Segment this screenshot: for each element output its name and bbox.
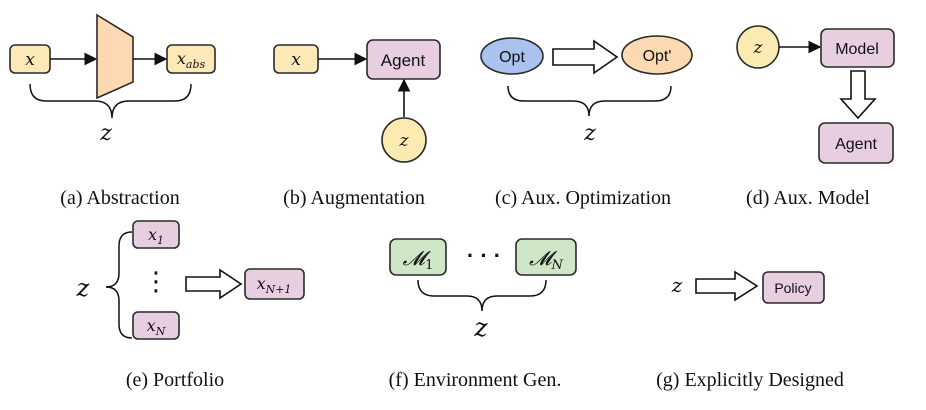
- z-label-a: z: [99, 121, 112, 146]
- horizontal-dots-f: · · ·: [467, 243, 501, 268]
- output-xabs-label: xabs: [177, 49, 206, 71]
- panel-aux-model: z Model Agent (d) Aux. Model: [736, 25, 895, 209]
- output-xabs-box: [166, 44, 216, 74]
- xN1-label: xN+1: [257, 274, 292, 296]
- panel-explicitly-designed: z Policy (g) Explicitly Designed: [656, 270, 844, 391]
- z-node-b: [381, 117, 427, 163]
- xN-label: xN: [147, 316, 166, 338]
- panel-environment-gen: 𝓜1 · · · 𝓜N z (f) Environment Gen.: [389, 238, 577, 391]
- x1-box: [132, 220, 180, 249]
- model-box: [820, 28, 895, 68]
- z-label-g: z: [671, 273, 683, 297]
- brace-c: [507, 85, 672, 117]
- panel-portfolio: z x1 ⋮ xN xN+1 (e) Portfolio: [76, 220, 305, 391]
- panel-aux-optimization: Opt Opt' z (c) Aux. Optimization: [480, 35, 693, 209]
- caption-g: (g) Explicitly Designed: [656, 369, 844, 391]
- xN-box: [132, 311, 180, 340]
- panel-augmentation: x Agent z (b) Augmentation: [273, 39, 441, 209]
- opt-ellipse: [480, 37, 544, 75]
- brace-a: [29, 83, 192, 119]
- opt-label: Opt: [499, 49, 525, 66]
- caption-d: (d) Aux. Model: [746, 187, 870, 209]
- mN-box: [515, 238, 577, 276]
- abstraction-trapezoid: [96, 13, 134, 100]
- hollow-arrow-e: [185, 268, 243, 300]
- opt-prime-label: Opt': [643, 48, 672, 65]
- input-x-label-b: x: [291, 50, 301, 70]
- vertical-dots-e: ⋮: [143, 266, 169, 296]
- caption-f: (f) Environment Gen.: [389, 369, 562, 391]
- z-label-d: z: [753, 38, 764, 58]
- z-label-b: z: [399, 131, 410, 151]
- agent-label-b: Agent: [381, 51, 426, 70]
- hollow-arrow-d: [839, 70, 877, 120]
- brace-f: [417, 279, 547, 312]
- opt-prime-ellipse: [621, 35, 693, 75]
- hollow-arrow-c: [552, 39, 619, 75]
- model-label: Model: [835, 41, 879, 58]
- z-label-c: z: [583, 121, 596, 146]
- x1-label: x1: [148, 225, 164, 247]
- policy-label: Policy: [774, 280, 811, 296]
- policy-box: [762, 271, 825, 304]
- z-label-e: z: [76, 274, 90, 302]
- agent-label-d: Agent: [835, 136, 877, 153]
- input-x-label: x: [25, 50, 35, 70]
- caption-c: (c) Aux. Optimization: [495, 187, 671, 209]
- caption-b: (b) Augmentation: [283, 187, 425, 209]
- caption-a: (a) Abstraction: [60, 187, 179, 209]
- agent-box-d: [818, 122, 894, 164]
- panel-abstraction: x xabs z (a) Abstraction: [9, 13, 216, 209]
- xN1-box: [244, 268, 305, 300]
- z-label-f: z: [473, 313, 488, 342]
- m1-box: [389, 238, 447, 276]
- hollow-arrow-g: [695, 270, 759, 302]
- caption-e: (e) Portfolio: [126, 369, 224, 391]
- brace-e: [105, 231, 133, 339]
